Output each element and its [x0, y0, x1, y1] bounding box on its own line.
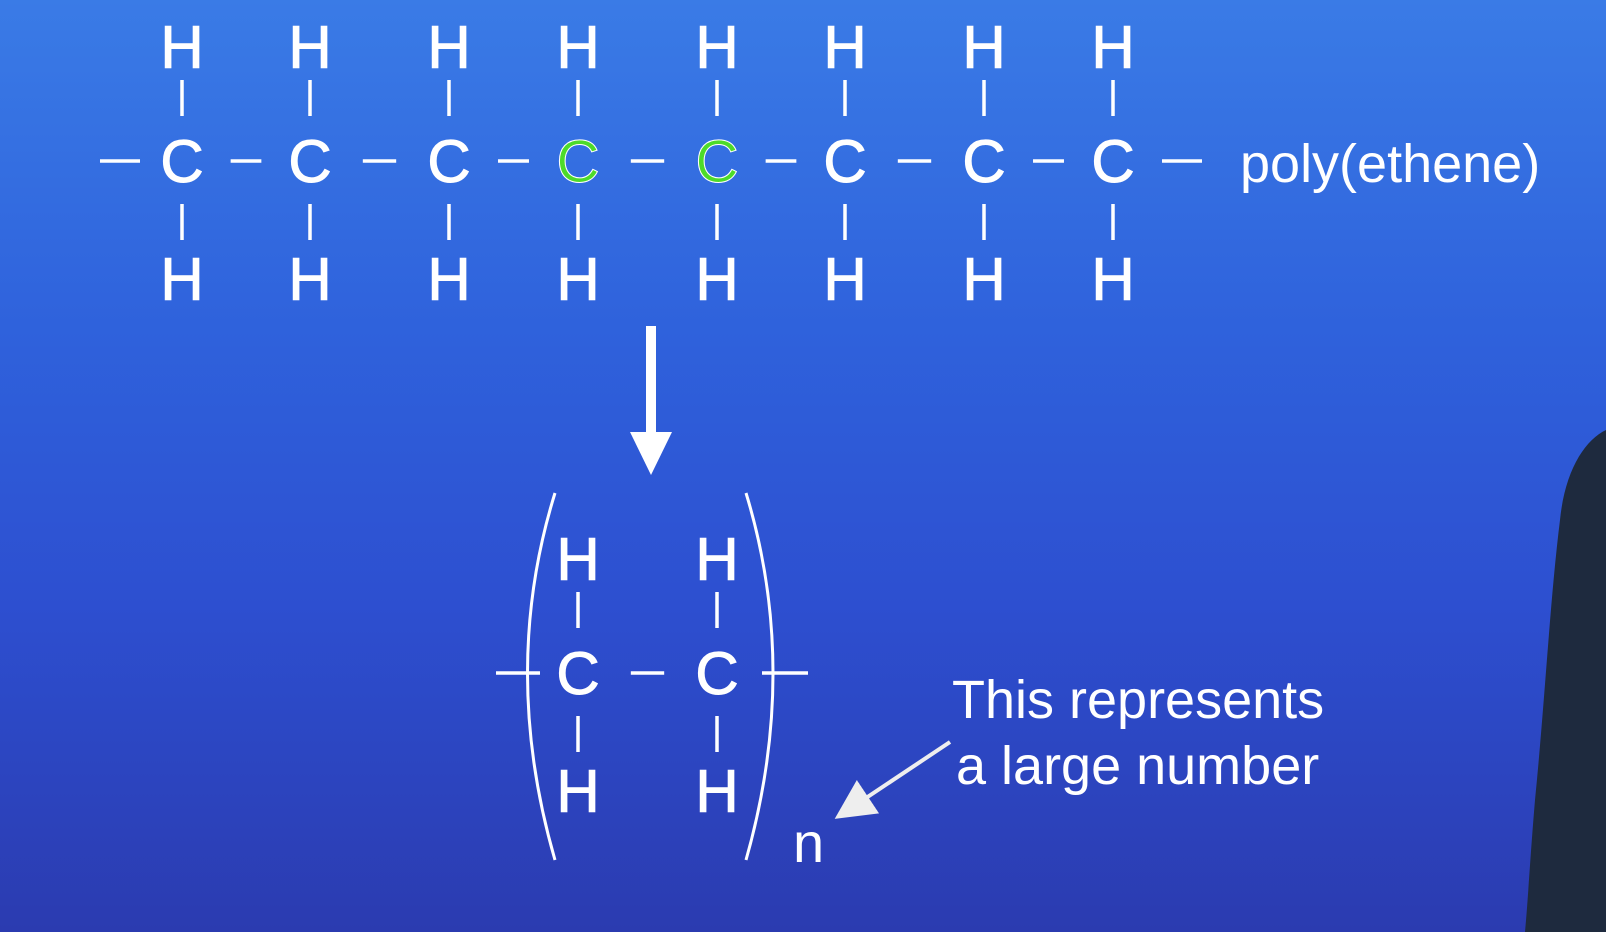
chain-carbon-5: C	[823, 128, 866, 195]
chain-top-h-4: H	[695, 14, 738, 81]
annotation-line-2: a large number	[956, 736, 1319, 796]
chain-bottom-h-7: H	[1091, 246, 1134, 313]
annotation-line-1: This represents	[952, 670, 1324, 730]
chain-top-h-7: H	[1091, 14, 1134, 81]
chain-bottom-h-1: H	[288, 246, 331, 313]
chain-top-h-2: H	[427, 14, 470, 81]
down-arrow	[630, 326, 672, 475]
chain-top-h-6: H	[962, 14, 1005, 81]
unit-carbon-0: C	[556, 640, 599, 707]
unit-bottom-h-0: H	[556, 758, 599, 825]
unit-top-h-1: H	[695, 526, 738, 593]
chain-top-h-5: H	[823, 14, 866, 81]
unit-top-h-0: H	[556, 526, 599, 593]
unit-carbon-1: C	[695, 640, 738, 707]
chain-top-h-1: H	[288, 14, 331, 81]
unit-bottom-h-1: H	[695, 758, 738, 825]
chain-top-h-0: H	[160, 14, 203, 81]
chain-bottom-h-4: H	[695, 246, 738, 313]
chain-bottom-h-5: H	[823, 246, 866, 313]
chain-carbon-7: C	[1091, 128, 1134, 195]
chain-bottom-h-0: H	[160, 246, 203, 313]
repeat-subscript-n: n	[793, 811, 824, 874]
chain-top-h-3: H	[556, 14, 599, 81]
chain-carbon-2: C	[427, 128, 470, 195]
chain-carbon-1: C	[288, 128, 331, 195]
left-bracket	[526, 492, 557, 861]
chain-carbon-0: C	[160, 128, 203, 195]
right-bracket	[744, 492, 775, 861]
annotation-arrow	[834, 740, 952, 819]
chain-bottom-h-3: H	[556, 246, 599, 313]
polymer-name: poly(ethene)	[1240, 134, 1540, 194]
chain-bottom-h-6: H	[962, 246, 1005, 313]
chain-carbon-4: C	[695, 128, 738, 195]
chain-carbon-3: C	[556, 128, 599, 195]
presenter-silhouette	[1525, 430, 1606, 932]
chain-carbon-6: C	[962, 128, 1005, 195]
chain-bottom-h-2: H	[427, 246, 470, 313]
